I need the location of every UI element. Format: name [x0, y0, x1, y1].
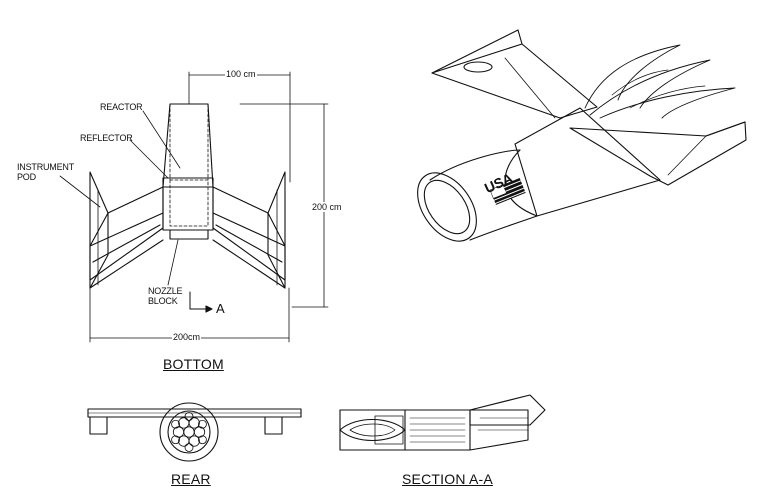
nozzle-tube — [198, 419, 207, 429]
nozzle-tube — [188, 417, 200, 429]
nozzle-cluster — [171, 412, 207, 452]
rear-view — [87, 402, 302, 462]
rear-view-title: REAR — [171, 471, 211, 487]
section-view — [339, 394, 546, 451]
left-wing — [89, 186, 164, 281]
bottom-view-title: BOTTOM — [163, 356, 224, 372]
left-instrument-pod — [89, 171, 109, 289]
nozzle-tube — [178, 417, 190, 429]
instrument-pod-label: INSTRUMENT POD — [17, 162, 74, 182]
reactor-body — [162, 103, 214, 188]
nozzle-tube — [198, 435, 207, 445]
reflector-label: REFLECTOR — [80, 133, 133, 143]
top-width-dimension: 100 cm — [225, 69, 257, 79]
height-dimension: 200 cm — [311, 202, 343, 212]
nozzle-tube — [171, 419, 180, 429]
reactor-label: REACTOR — [100, 102, 143, 112]
upper-fin — [431, 29, 598, 119]
us-flag-icon — [489, 178, 526, 205]
nozzle-tube — [178, 435, 190, 447]
nozzle-block-label: NOZZLE BLOCK — [148, 286, 183, 306]
rear-hull-circle — [159, 402, 219, 462]
bottom-width-dimension: 200cm — [172, 332, 202, 342]
right-instrument-pod — [267, 171, 286, 289]
section-marker-label: A — [216, 301, 225, 316]
nozzle-tube — [184, 443, 194, 452]
nozzle-tube — [171, 435, 180, 445]
isometric-view — [417, 29, 747, 242]
nozzle-tube — [188, 435, 200, 447]
nozzle-block — [169, 229, 209, 240]
engine-nozzle — [417, 172, 477, 242]
section-view-title: SECTION A-A — [402, 471, 493, 487]
nozzle-tube — [184, 412, 194, 421]
section-outline — [339, 409, 529, 451]
nozzle-tube — [183, 426, 195, 438]
reflector-section — [162, 177, 214, 231]
bottom-view — [59, 71, 329, 343]
